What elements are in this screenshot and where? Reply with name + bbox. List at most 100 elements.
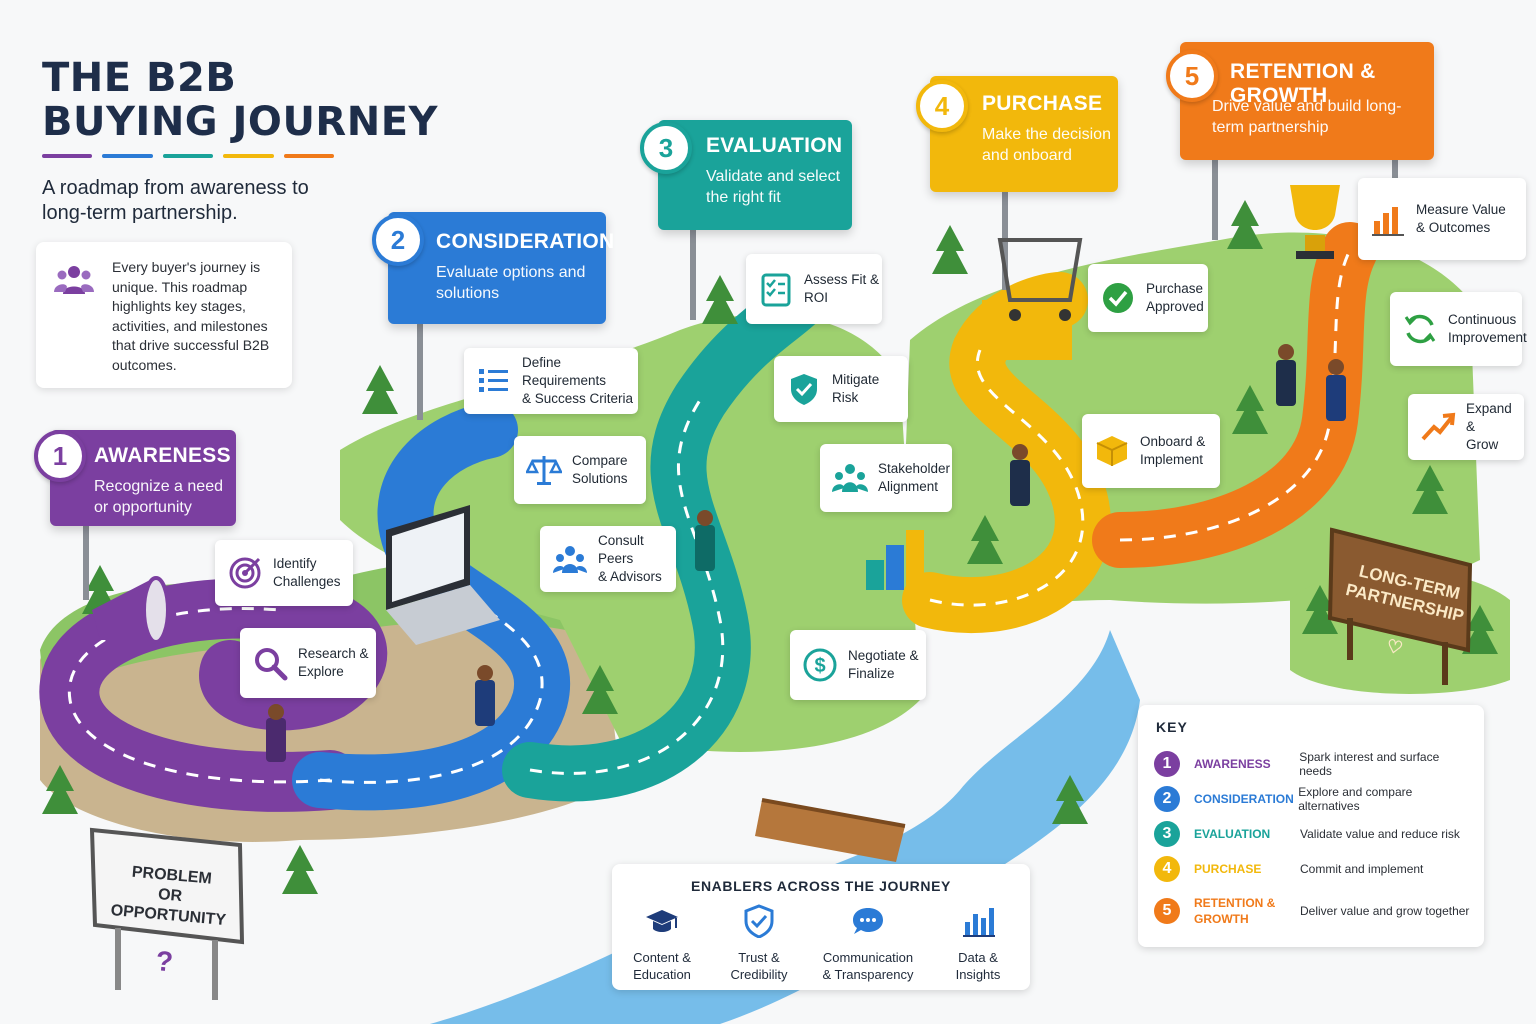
activity-label: Research & Explore bbox=[298, 646, 369, 679]
stage-badge: 4 bbox=[916, 80, 968, 132]
sign-posts bbox=[83, 140, 1398, 600]
key-number: 3 bbox=[1154, 821, 1180, 847]
intro-text: Every buyer's journey is unique. This ro… bbox=[112, 259, 270, 373]
activity-card-consult-peers: Consult Peers & Advisors bbox=[540, 526, 676, 592]
activity-card-define-requirements: Define Requirements & Success Criteria bbox=[464, 348, 638, 414]
shield-check-icon bbox=[744, 904, 774, 939]
bridge bbox=[755, 798, 906, 862]
business-people bbox=[266, 344, 1346, 762]
box-icon bbox=[1096, 436, 1128, 466]
enablers-title: ENABLERS ACROSS THE JOURNEY bbox=[691, 878, 951, 894]
activity-card-onboard: Onboard & Implement bbox=[1082, 414, 1220, 488]
stage-badge: 2 bbox=[372, 214, 424, 266]
stage-sign-consideration: CONSIDERATION Evaluate options and solut… bbox=[388, 212, 614, 324]
activity-label: Negotiate & Finalize bbox=[848, 648, 919, 681]
stage-sign-purchase: PURCHASE Make the decision and onboard bbox=[930, 76, 1118, 192]
title-line-2: BUYING JOURNEY bbox=[42, 99, 438, 145]
enabler-label: Trust & Credibility bbox=[730, 950, 788, 982]
partnership-sign-text: LONG-TERM PARTNERSHIP bbox=[1343, 561, 1466, 626]
enabler-communication: Communication & Transparency bbox=[816, 904, 920, 983]
key-number: 1 bbox=[1154, 751, 1180, 777]
activity-label: Mitigate Risk bbox=[832, 372, 880, 405]
enabler-label: Content & Education bbox=[633, 950, 691, 982]
key-stage-name: RETENTION & GROWTH bbox=[1194, 896, 1276, 926]
shield-check-icon bbox=[791, 374, 817, 405]
activity-label: Onboard & Implement bbox=[1140, 434, 1206, 467]
underline-segment bbox=[102, 154, 153, 158]
key-description: Deliver value and grow together bbox=[1300, 904, 1470, 918]
key-row: 2 CONSIDERATION Explore and compare alte… bbox=[1154, 784, 1474, 814]
key-row: 1 AWARENESS Spark interest and surface n… bbox=[1154, 749, 1474, 779]
enablers-panel: ENABLERS ACROSS THE JOURNEY Content & Ed… bbox=[612, 864, 1030, 990]
stage-sign-awareness: AWARENESS Recognize a need or opportunit… bbox=[50, 430, 236, 526]
activity-label: Purchase Approved bbox=[1146, 281, 1204, 314]
stage-badge: 3 bbox=[640, 122, 692, 174]
checklist-icon bbox=[761, 273, 791, 307]
check-circle-icon bbox=[1103, 283, 1133, 313]
key-description: Explore and compare alternatives bbox=[1298, 785, 1413, 813]
underline-segment bbox=[283, 154, 335, 158]
activity-card-measure-value: Measure Value & Outcomes bbox=[1358, 178, 1526, 260]
page-subtitle: A roadmap from awareness to long-term pa… bbox=[42, 177, 309, 224]
trend-up-icon bbox=[1421, 412, 1456, 441]
key-row: 5 RETENTION & GROWTH Deliver value and g… bbox=[1154, 891, 1474, 931]
activity-label: Continuous Improvement bbox=[1448, 312, 1527, 345]
activity-card-negotiate: $ Negotiate & Finalize bbox=[790, 630, 926, 700]
bar-chart-icon bbox=[963, 908, 995, 937]
stage-sign-retention: RETENTION & GROWTH Drive value and build… bbox=[1180, 42, 1434, 160]
activity-card-continuous-improvement: Continuous Improvement bbox=[1390, 292, 1527, 366]
underline-segment bbox=[223, 154, 274, 158]
activity-card-purchase-approved: Purchase Approved bbox=[1088, 264, 1208, 332]
road-retention bbox=[1092, 222, 1378, 568]
chat-bubble-icon bbox=[853, 908, 883, 934]
enabler-data-insights: Data & Insights bbox=[926, 904, 1030, 983]
bar-chart-icon bbox=[1372, 207, 1404, 236]
intro-card: Every buyer's journey is unique. This ro… bbox=[36, 242, 292, 388]
enabler-trust-credibility: Trust & Credibility bbox=[707, 904, 811, 983]
people-icon bbox=[553, 546, 587, 573]
heart-icon: ♡ bbox=[1384, 635, 1405, 659]
activity-label: Measure Value & Outcomes bbox=[1416, 202, 1506, 235]
problem-sign: PROBLEM OR OPPORTUNITY ? bbox=[94, 840, 242, 997]
key-stage-name: CONSIDERATION bbox=[1194, 792, 1294, 806]
key-title: KEY bbox=[1156, 719, 1188, 735]
bar-blocks bbox=[866, 530, 924, 590]
stage-badge: 5 bbox=[1166, 50, 1218, 102]
shopping-cart bbox=[982, 238, 1083, 360]
activity-label: Expand & Grow bbox=[1466, 401, 1512, 452]
stage-subtitle: Validate and select the right fit bbox=[706, 168, 841, 206]
activity-label: Stakeholder Alignment bbox=[878, 461, 951, 494]
key-description: Commit and implement bbox=[1300, 862, 1424, 876]
stage-subtitle: Recognize a need or opportunity bbox=[94, 478, 223, 516]
activity-card-assess-fit: Assess Fit & ROI bbox=[746, 254, 882, 324]
activity-card-identify-challenges: Identify Challenges bbox=[215, 540, 353, 606]
problem-sign-board bbox=[89, 827, 245, 1000]
team-icon bbox=[832, 464, 868, 492]
activity-label: Compare Solutions bbox=[572, 453, 628, 486]
enabler-content-education: Content & Education bbox=[610, 904, 714, 983]
enabler-label: Data & Insights bbox=[955, 950, 1001, 982]
scales-icon bbox=[526, 456, 562, 485]
activity-card-expand-grow: Expand & Grow bbox=[1408, 394, 1524, 460]
title-line-1: THE B2B bbox=[42, 55, 237, 101]
trophy bbox=[1290, 185, 1340, 259]
activity-card-mitigate-risk: Mitigate Risk bbox=[774, 356, 908, 422]
problem-sign-text: PROBLEM OR OPPORTUNITY bbox=[110, 863, 227, 930]
key-stage-name: PURCHASE bbox=[1194, 862, 1262, 876]
activity-card-compare-solutions: Compare Solutions bbox=[514, 436, 646, 504]
underline-segment bbox=[162, 154, 214, 158]
activity-label: Consult Peers & Advisors bbox=[598, 533, 662, 584]
key-description: Validate value and reduce risk bbox=[1300, 827, 1460, 841]
graduation-cap-icon bbox=[646, 910, 678, 932]
key-number: 4 bbox=[1154, 856, 1180, 882]
activity-label: Identify Challenges bbox=[273, 556, 341, 589]
key-row: 3 EVALUATION Validate value and reduce r… bbox=[1154, 819, 1474, 849]
stage-title: RETENTION & GROWTH bbox=[1230, 60, 1376, 107]
people-group-icon bbox=[54, 266, 94, 294]
stage-badge: 1 bbox=[34, 430, 86, 482]
key-number: 5 bbox=[1154, 898, 1180, 924]
stage-title: EVALUATION bbox=[706, 134, 843, 157]
list-icon bbox=[479, 369, 508, 392]
stage-subtitle: Evaluate options and solutions bbox=[436, 264, 586, 302]
target-icon bbox=[229, 557, 261, 589]
